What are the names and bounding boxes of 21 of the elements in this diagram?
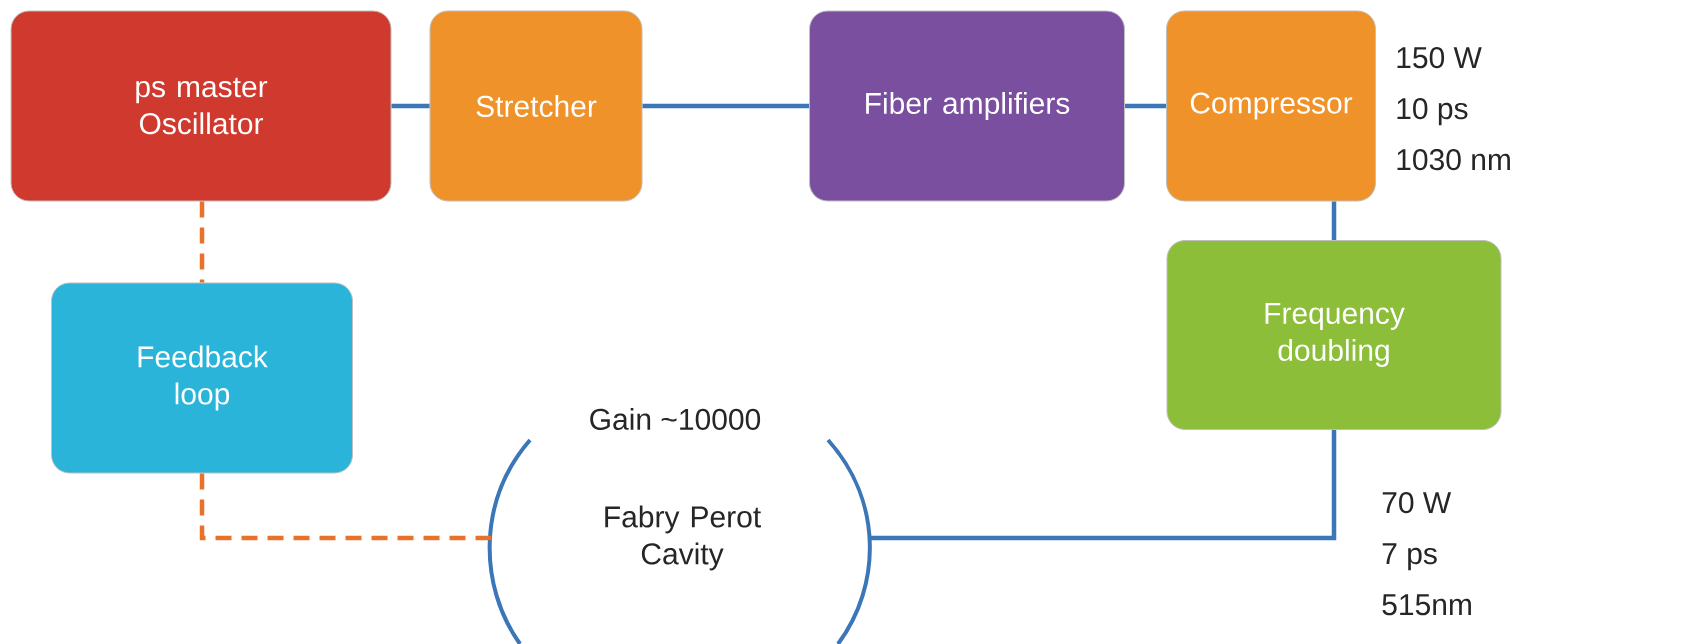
spec-label: 1030 nm — [1397, 149, 1510, 171]
gain-label: Gain ~10000 — [590, 407, 761, 430]
process-box: Compressor — [1166, 10, 1376, 202]
spec-label: 7 ps — [1382, 543, 1437, 571]
connector-line — [1331, 201, 1337, 240]
process-box: ps master Oscillator — [10, 10, 392, 202]
connector-line — [642, 103, 809, 109]
cavity-label: Fabry Perot Cavity — [605, 505, 761, 571]
spec-label: 70 W — [1382, 492, 1452, 514]
connector-line — [199, 473, 495, 541]
process-box: Frequency doubling — [1166, 240, 1502, 430]
spec-label: 10 ps — [1397, 98, 1468, 126]
connector-line — [391, 103, 430, 109]
connector-line — [1125, 103, 1166, 109]
process-box: Feedback loop — [51, 282, 353, 474]
spec-label: 515nm — [1382, 594, 1471, 616]
connector-line — [199, 201, 205, 283]
connector-line — [869, 430, 1337, 541]
process-box: Stretcher — [429, 10, 643, 202]
process-box: Fiber amplifiers — [809, 10, 1125, 202]
spec-label: 150 W — [1397, 47, 1482, 69]
